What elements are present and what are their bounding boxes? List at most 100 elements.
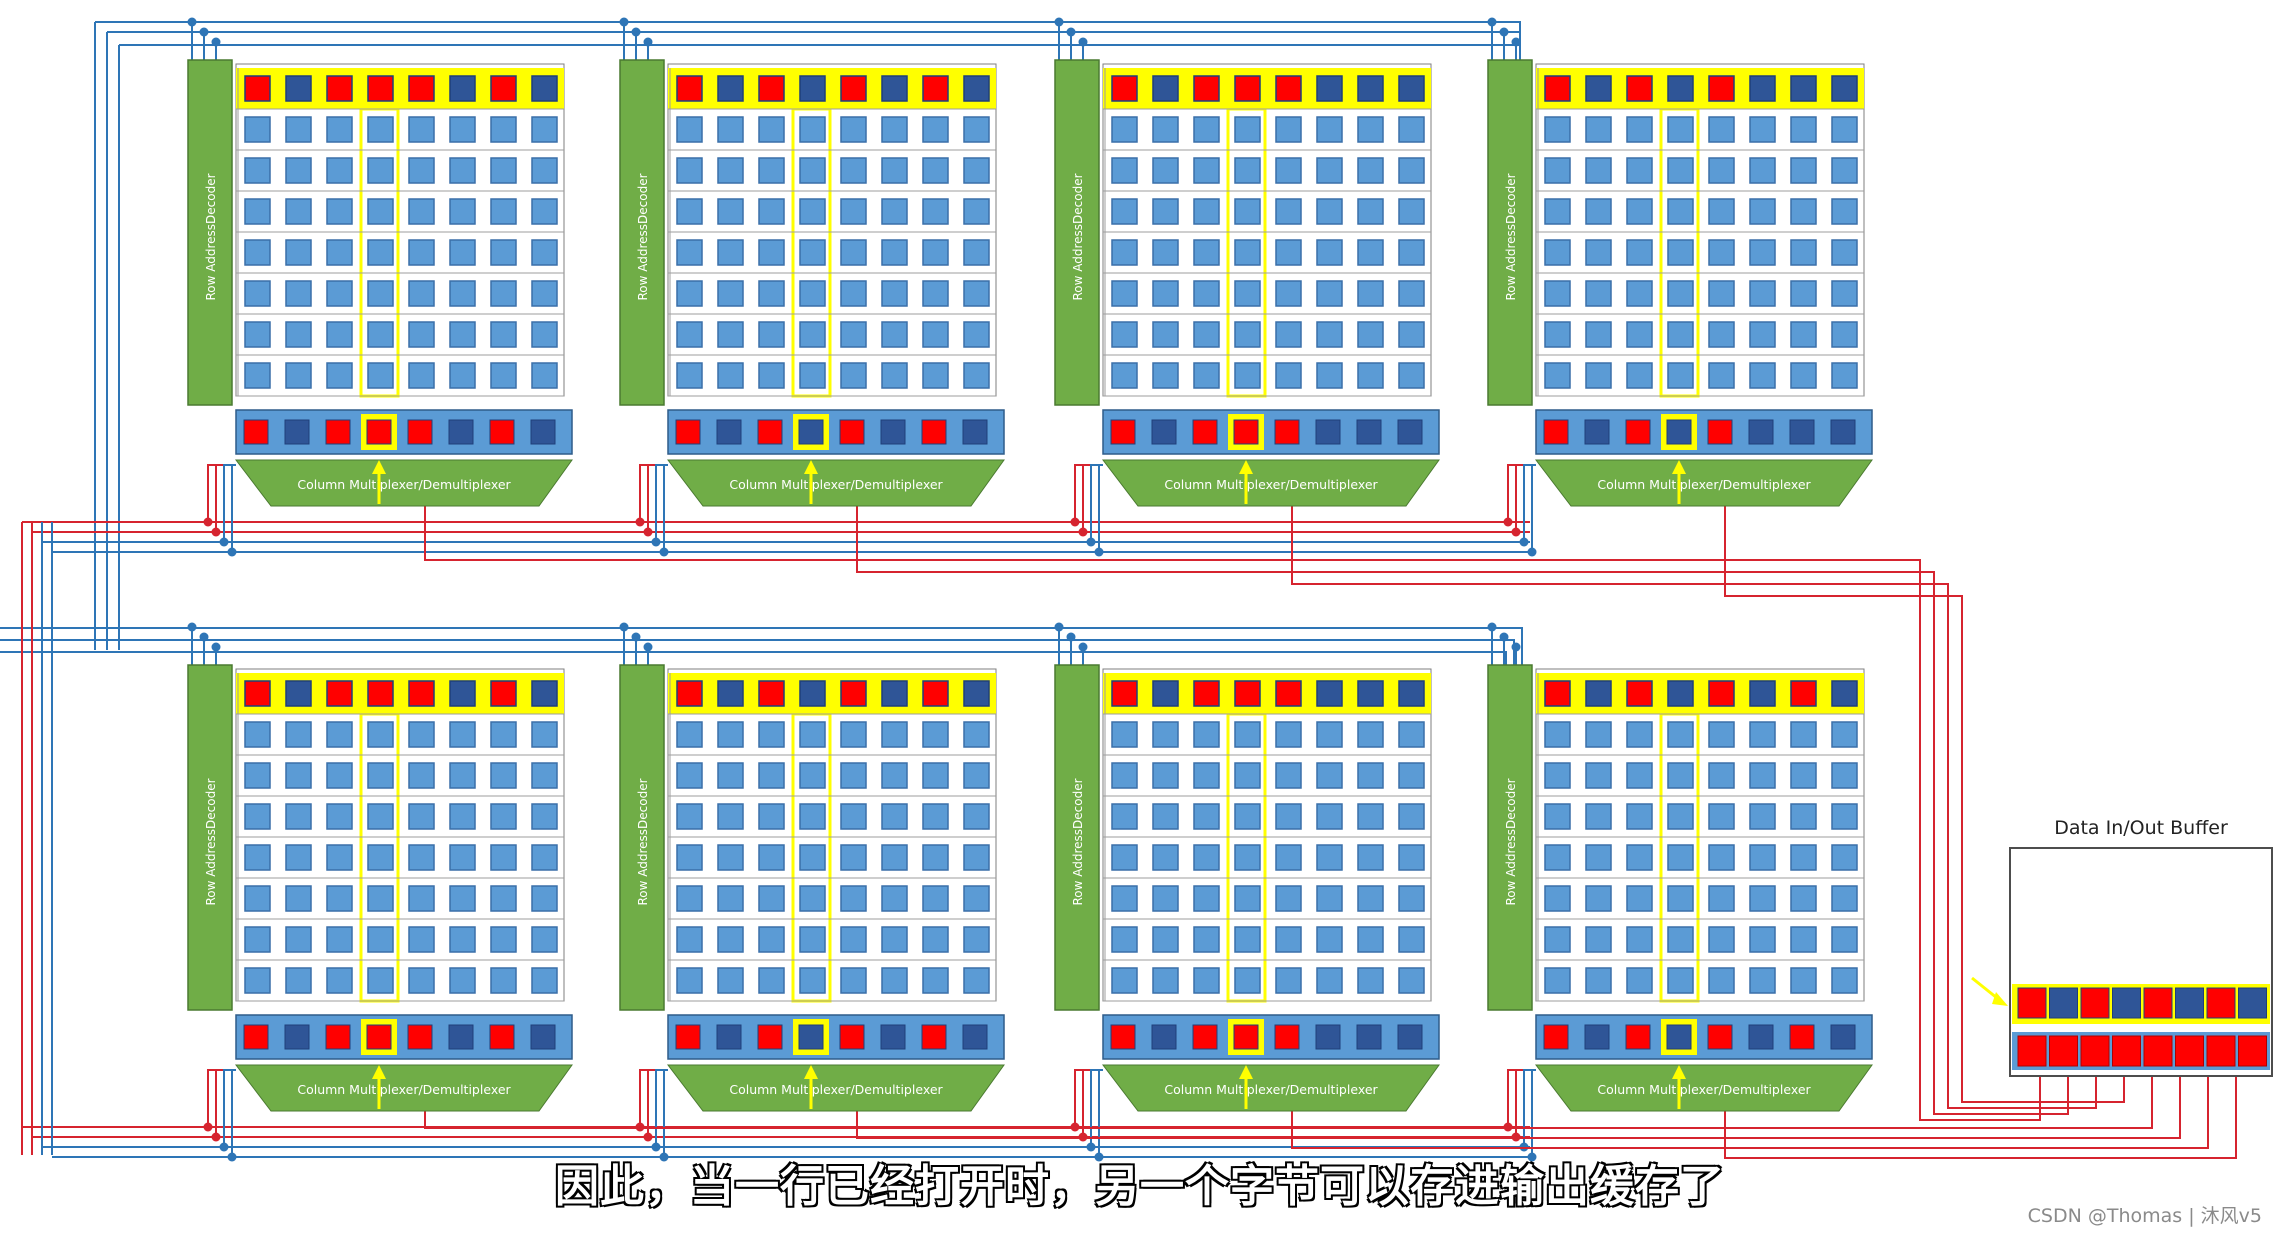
sense-bit — [325, 419, 351, 445]
memory-cell — [244, 680, 271, 707]
memory-cell — [244, 362, 271, 389]
memory-cell — [1790, 885, 1817, 912]
memory-cell — [1585, 844, 1612, 871]
sense-bit — [243, 419, 269, 445]
memory-cell — [1193, 803, 1220, 830]
sense-bit — [1274, 1024, 1300, 1050]
memory-cell — [840, 885, 867, 912]
sense-bit — [757, 1024, 783, 1050]
sense-bit — [1397, 419, 1423, 445]
memory-cell — [922, 680, 949, 707]
data-line — [1724, 500, 2125, 1103]
sense-bit — [1748, 1024, 1774, 1050]
row-address-decoder — [619, 664, 665, 1011]
memory-cell — [1357, 803, 1384, 830]
memory-cell — [408, 198, 435, 225]
memory-cell — [840, 321, 867, 348]
sense-bit — [1830, 1024, 1856, 1050]
memory-cell — [840, 198, 867, 225]
memory-cell — [1831, 198, 1858, 225]
memory-cell — [1275, 762, 1302, 789]
memory-cell — [531, 844, 558, 871]
memory-cell — [408, 680, 435, 707]
buffer-title: Data In/Out Buffer — [2054, 817, 2228, 839]
watermark: CSDN @Thomas | 沐风v5 — [2027, 1205, 2262, 1227]
selection-arrow-head — [804, 460, 818, 474]
address-bus-bottom — [0, 627, 1523, 668]
memory-cell — [1234, 803, 1261, 830]
sense-bit — [325, 1024, 351, 1050]
memory-cell — [490, 116, 517, 143]
memory-cell — [326, 721, 353, 748]
memory-cell — [799, 885, 826, 912]
memory-cell — [285, 116, 312, 143]
memory-cell — [326, 680, 353, 707]
memory-cell — [367, 362, 394, 389]
memory-cell — [1275, 844, 1302, 871]
memory-cell — [449, 885, 476, 912]
memory-cell — [1544, 75, 1571, 102]
memory-cell — [799, 362, 826, 389]
junction-dot — [211, 37, 221, 47]
memory-cell — [1585, 885, 1612, 912]
memory-cell — [326, 762, 353, 789]
memory-cell — [1275, 198, 1302, 225]
memory-cell — [799, 280, 826, 307]
memory-cell — [449, 803, 476, 830]
memory-cell — [1708, 803, 1735, 830]
memory-cell — [1790, 803, 1817, 830]
memory-cell — [1193, 926, 1220, 953]
memory-cell — [490, 198, 517, 225]
sense-bit — [366, 419, 392, 445]
row-address-decoder — [619, 59, 665, 406]
sense-bit — [366, 1024, 392, 1050]
junction-dot — [1078, 642, 1088, 652]
memory-cell — [449, 362, 476, 389]
memory-cell — [922, 198, 949, 225]
memory-cell — [676, 116, 703, 143]
memory-cell — [1275, 967, 1302, 994]
memory-cell — [1708, 75, 1735, 102]
memory-cell — [1667, 762, 1694, 789]
memory-cell — [531, 239, 558, 266]
memory-cell — [1790, 75, 1817, 102]
memory-cell — [244, 844, 271, 871]
memory-cell — [1234, 75, 1261, 102]
memory-cell — [1357, 280, 1384, 307]
memory-cell — [1152, 157, 1179, 184]
memory-cell — [531, 362, 558, 389]
memory-cell — [922, 321, 949, 348]
memory-cell — [326, 116, 353, 143]
memory-cell — [840, 362, 867, 389]
memory-cell — [1193, 680, 1220, 707]
sense-bit — [1666, 419, 1692, 445]
sense-bit — [284, 1024, 310, 1050]
row-decoder-label: Row AddressDecoder — [1504, 173, 1518, 300]
memory-cell — [1831, 239, 1858, 266]
selection-arrow-head — [372, 1065, 386, 1079]
memory-cell — [367, 885, 394, 912]
sense-bit — [1192, 1024, 1218, 1050]
memory-cell — [1667, 926, 1694, 953]
memory-cell — [244, 885, 271, 912]
memory-cell — [326, 321, 353, 348]
junction-dot — [1078, 37, 1088, 47]
memory-cell — [1749, 198, 1776, 225]
sense-bit — [1192, 419, 1218, 445]
memory-cell — [717, 280, 744, 307]
memory-cell — [490, 75, 517, 102]
mux-control-wire — [223, 1069, 236, 1147]
buffer-bit — [2238, 1035, 2267, 1067]
memory-cell — [1316, 362, 1343, 389]
memory-cell — [531, 680, 558, 707]
memory-cell — [1398, 680, 1425, 707]
memory-cell — [1667, 721, 1694, 748]
memory-cell — [758, 116, 785, 143]
selection-arrow-head — [1239, 1065, 1253, 1079]
memory-cell — [1275, 321, 1302, 348]
memory-cell — [1790, 116, 1817, 143]
memory-cell — [1316, 967, 1343, 994]
memory-cell — [717, 967, 744, 994]
memory-cell — [1357, 157, 1384, 184]
